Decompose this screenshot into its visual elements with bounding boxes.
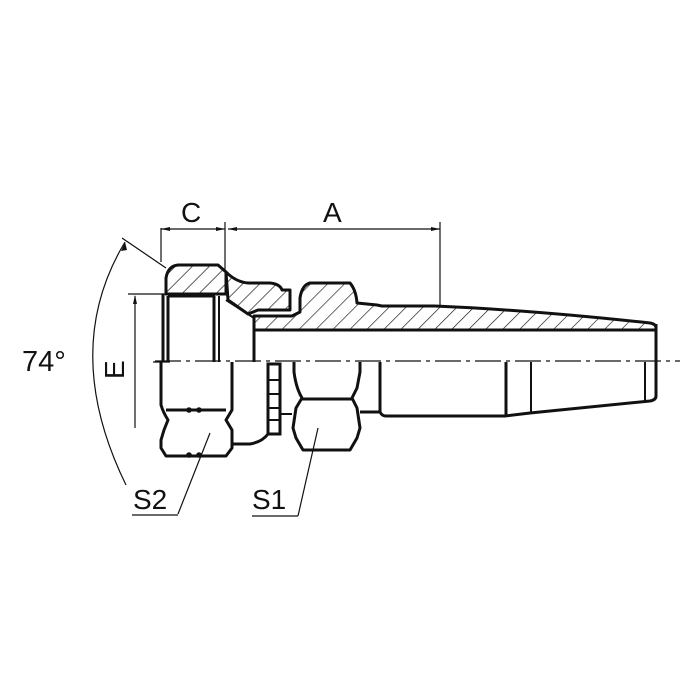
swivel-neck <box>232 433 270 446</box>
body-section <box>252 281 658 332</box>
nut-section <box>164 263 228 296</box>
knurled-collar <box>266 362 292 436</box>
hose-tail <box>360 362 658 418</box>
cone-edge <box>225 299 255 319</box>
label-s1: S1 <box>252 484 286 515</box>
leader-s2 <box>132 432 211 516</box>
dimension-c <box>160 222 226 270</box>
label-c: C <box>181 197 201 228</box>
nut-bore <box>161 294 220 362</box>
label-e: E <box>99 360 130 379</box>
dimension-a <box>228 222 441 306</box>
label-angle: 74° <box>22 346 66 378</box>
hex-body-s1 <box>291 362 362 452</box>
leader-s1 <box>252 427 319 517</box>
seat-section <box>224 270 292 316</box>
dimension-angle-74 <box>92 237 167 486</box>
label-a: A <box>323 197 342 228</box>
label-s2: S2 <box>133 484 167 515</box>
hex-nut-s2 <box>159 362 234 458</box>
